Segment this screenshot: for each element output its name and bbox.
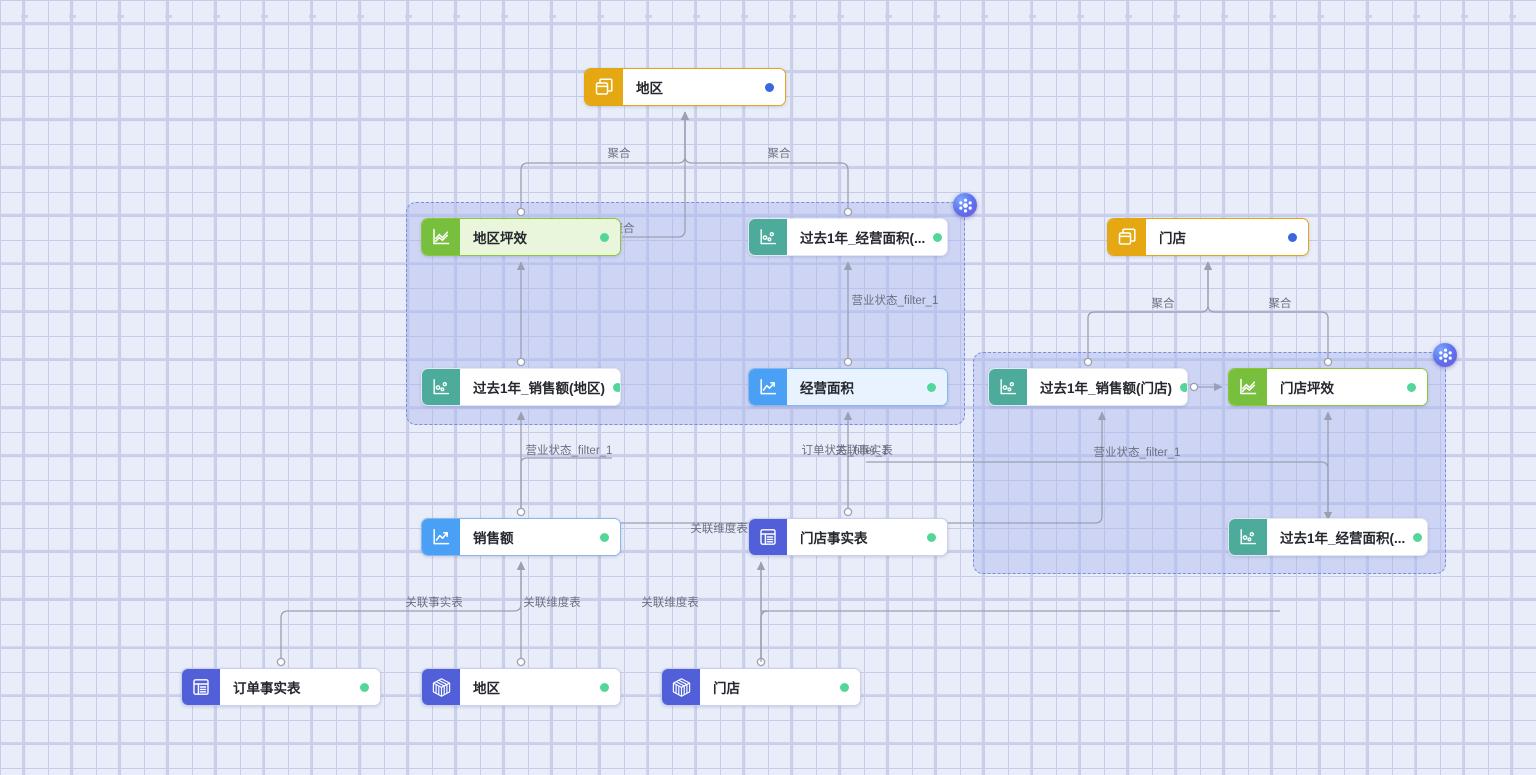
node-store-sqm-efficiency[interactable]: 门店坪效 xyxy=(1228,368,1428,406)
node-label: 经营面积 xyxy=(800,381,854,396)
edge-label-filter-region-area: 营业状态_filter_1 xyxy=(851,295,939,307)
node-body: 门店 xyxy=(1146,219,1308,255)
node-label: 地区坪效 xyxy=(473,231,527,246)
edge-label-filter-store-sales: 营业状态_filter_1 xyxy=(1093,447,1181,459)
node-body: 过去1年_销售额(地区) xyxy=(460,369,620,405)
edge-label-link-fact-2: 关联事实表 xyxy=(405,597,463,609)
edge-label-aggregate-1: 聚合 xyxy=(607,148,631,160)
cluster-region-settings-button[interactable] xyxy=(953,193,977,217)
status-dot xyxy=(933,232,943,242)
cluster-store-settings-button[interactable] xyxy=(1433,343,1457,367)
node-label: 门店事实表 xyxy=(800,531,868,546)
status-dot xyxy=(1180,382,1187,392)
node-region-sqm-efficiency[interactable]: 地区坪效 xyxy=(421,218,621,256)
layers-icon xyxy=(585,69,623,105)
node-past1y-sales-region[interactable]: 过去1年_销售额(地区) xyxy=(421,368,621,406)
status-dot xyxy=(613,382,620,392)
status-dot xyxy=(927,532,936,542)
node-body: 订单事实表 xyxy=(220,669,380,705)
node-region-dim-table[interactable]: 地区 xyxy=(421,668,621,706)
edge-label-aggregate-2: 聚合 xyxy=(767,148,791,160)
node-past1y-business-area-store[interactable]: 过去1年_经营面积(... xyxy=(1228,518,1428,556)
line-chart-icon xyxy=(1229,369,1267,405)
scatter-plot-icon xyxy=(1229,519,1267,555)
node-order-fact-table[interactable]: 订单事实表 xyxy=(181,668,381,706)
status-dot xyxy=(765,82,774,92)
node-label: 门店坪效 xyxy=(1280,381,1334,396)
edge-label-aggregate-5: 聚合 xyxy=(1268,298,1292,310)
node-store-dimension[interactable]: 门店 xyxy=(1107,218,1309,256)
edge-label-filter-order-status: 订单状态_filter_1 xyxy=(801,445,889,457)
scatter-plot-icon xyxy=(749,219,787,255)
cluster-gear-icon xyxy=(958,198,972,212)
node-label: 门店 xyxy=(1159,231,1186,246)
trend-chart-icon xyxy=(422,519,460,555)
node-store-dim-table[interactable]: 门店 xyxy=(661,668,861,706)
node-body: 销售额 xyxy=(460,519,620,555)
table-icon xyxy=(749,519,787,555)
node-label: 过去1年_经营面积(... xyxy=(800,231,926,246)
status-dot xyxy=(600,682,609,692)
node-body: 过去1年_经营面积(... xyxy=(1267,519,1427,555)
status-dot xyxy=(1413,532,1423,542)
node-label: 过去1年_销售额(门店) xyxy=(1040,381,1173,396)
status-dot xyxy=(360,682,369,692)
status-dot xyxy=(600,532,609,542)
node-label: 过去1年_经营面积(... xyxy=(1280,531,1406,546)
status-dot xyxy=(927,382,936,392)
trend-chart-icon xyxy=(749,369,787,405)
status-dot xyxy=(1288,232,1297,242)
node-label: 销售额 xyxy=(473,531,514,546)
node-past1y-sales-store[interactable]: 过去1年_销售额(门店) xyxy=(988,368,1188,406)
node-body: 经营面积 xyxy=(787,369,947,405)
node-past1y-business-area-region[interactable]: 过去1年_经营面积(... xyxy=(748,218,948,256)
node-label: 地区 xyxy=(636,81,663,96)
node-body: 过去1年_经营面积(... xyxy=(787,219,947,255)
node-label: 订单事实表 xyxy=(233,681,301,696)
node-business-area[interactable]: 经营面积 xyxy=(748,368,948,406)
node-body: 地区坪效 xyxy=(460,219,620,255)
edge-label-link-dim-3: 关联维度表 xyxy=(523,597,581,609)
edge-label-link-dim-1: 关联维度表 xyxy=(690,523,748,535)
scatter-plot-icon xyxy=(989,369,1027,405)
node-label: 过去1年_销售额(地区) xyxy=(473,381,606,396)
node-label: 门店 xyxy=(713,681,740,696)
cube-icon xyxy=(422,669,460,705)
status-dot xyxy=(1407,382,1416,392)
node-body: 门店 xyxy=(700,669,860,705)
cluster-gear-icon xyxy=(1438,348,1452,362)
edge-label-link-dim-4: 关联维度表 xyxy=(641,597,699,609)
node-region-dimension[interactable]: 地区 xyxy=(584,68,786,106)
node-sales-amount[interactable]: 销售额 xyxy=(421,518,621,556)
node-body: 门店坪效 xyxy=(1267,369,1427,405)
edge-label-aggregate-4: 聚合 xyxy=(1151,298,1175,310)
status-dot xyxy=(600,232,609,242)
status-dot xyxy=(840,682,849,692)
edge-label-link-fact-1: 关联事实表 xyxy=(835,445,893,457)
line-chart-icon xyxy=(422,219,460,255)
node-body: 过去1年_销售额(门店) xyxy=(1027,369,1187,405)
node-label: 地区 xyxy=(473,681,500,696)
scatter-plot-icon xyxy=(422,369,460,405)
layers-icon xyxy=(1108,219,1146,255)
table-icon xyxy=(182,669,220,705)
edge-label-filter-region-sales: 营业状态_filter_1 xyxy=(525,445,613,457)
node-body: 地区 xyxy=(623,69,785,105)
node-body: 地区 xyxy=(460,669,620,705)
node-store-fact-table[interactable]: 门店事实表 xyxy=(748,518,948,556)
node-body: 门店事实表 xyxy=(787,519,947,555)
cube-icon xyxy=(662,669,700,705)
